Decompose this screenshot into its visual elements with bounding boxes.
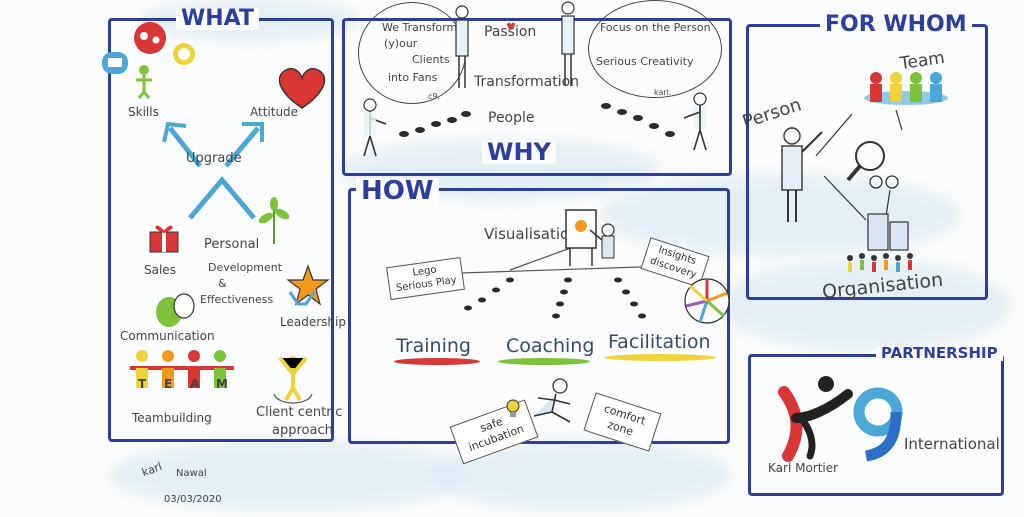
person-figure-icon bbox=[781, 127, 823, 222]
why-right-signature: karl. bbox=[654, 88, 672, 97]
leaping-figure-icon bbox=[533, 378, 571, 423]
why-right-bubble bbox=[588, 0, 722, 98]
facilitation-label: Facilitation bbox=[608, 331, 711, 353]
communication-icon bbox=[156, 293, 195, 327]
sales-label: Sales bbox=[144, 263, 176, 277]
flipchart-presenter-icon bbox=[565, 209, 615, 266]
team-letter-m: M bbox=[216, 377, 228, 391]
why-figure-right-icon bbox=[683, 92, 707, 151]
heart-icon bbox=[278, 67, 326, 109]
colour-wheel-icon bbox=[684, 278, 730, 324]
why-figure-center-left-icon bbox=[455, 5, 469, 88]
for-whom-title: FOR WHOM bbox=[820, 14, 972, 36]
why-left-line-2: (y)our bbox=[384, 37, 418, 50]
why-figure-left-icon bbox=[363, 98, 387, 157]
teambuilding-label: Teambuilding bbox=[132, 411, 212, 425]
skills-label: Skills bbox=[128, 105, 159, 119]
transformation-label: Transformation bbox=[474, 74, 580, 90]
karl-mortier-label: Karl Mortier bbox=[768, 461, 839, 475]
coaching-underline bbox=[498, 358, 590, 365]
partnership-title: PARTNERSHIP bbox=[876, 346, 1003, 361]
training-underline bbox=[394, 358, 480, 365]
passion-heart-icon bbox=[507, 22, 515, 30]
upgrade-arrows-icon bbox=[162, 121, 264, 220]
why-footprints-icon bbox=[399, 103, 675, 137]
organisation-building-icon bbox=[847, 213, 913, 272]
how-footprints-icon bbox=[464, 277, 646, 319]
amp-label: & bbox=[218, 277, 227, 290]
why-title: WHY bbox=[482, 140, 556, 164]
visualisation-label: Visualisation bbox=[484, 225, 579, 243]
effectiveness-label: Effectiveness bbox=[200, 293, 274, 306]
training-label: Training bbox=[396, 335, 471, 357]
lightbulb-icon bbox=[506, 399, 520, 417]
leadership-label: Leadership bbox=[280, 315, 346, 329]
upgrade-label: Upgrade bbox=[186, 151, 242, 166]
why-figure-center-right-icon bbox=[561, 1, 575, 86]
leadership-star-icon bbox=[286, 264, 330, 306]
team-figures-icon bbox=[130, 350, 234, 388]
international-label: International bbox=[904, 435, 1000, 453]
personal-label: Personal bbox=[204, 237, 260, 252]
approach-label: approach bbox=[272, 423, 333, 438]
how-panel bbox=[348, 188, 730, 444]
facilitation-underline bbox=[604, 354, 716, 361]
why-left-line-4: into Fans bbox=[388, 71, 438, 84]
development-label: Development bbox=[208, 261, 283, 274]
plant-icon bbox=[258, 197, 290, 244]
signature-nawal: Nawal bbox=[176, 468, 207, 479]
why-panel bbox=[342, 18, 732, 176]
team-letter-a: A bbox=[190, 377, 200, 391]
coaching-label: Coaching bbox=[506, 335, 595, 357]
why-left-signature: c9. bbox=[428, 92, 441, 101]
team-group-icon bbox=[864, 72, 948, 105]
client-figure-icon bbox=[273, 356, 313, 404]
passion-label: Passion bbox=[484, 24, 537, 40]
what-title: WHAT bbox=[176, 8, 260, 30]
why-right-line-1: Focus on the Person bbox=[600, 21, 711, 34]
magnifier-people-icon bbox=[846, 141, 899, 189]
why-left-line-3: Clients bbox=[412, 53, 450, 66]
nine-international-logo bbox=[853, 387, 903, 462]
why-left-line-1: We Transform bbox=[382, 21, 458, 34]
how-connector-line bbox=[431, 245, 671, 275]
why-right-line-2: Serious Creativity bbox=[596, 55, 694, 68]
leader-figure-icon bbox=[288, 291, 316, 306]
for-whom-connector-lines bbox=[815, 109, 903, 221]
karl-mortier-logo bbox=[778, 376, 853, 462]
team-letter-e: E bbox=[164, 377, 173, 391]
people-label: People bbox=[488, 110, 535, 126]
team-letter-t: T bbox=[138, 377, 147, 391]
date-label: 03/03/2020 bbox=[164, 494, 222, 505]
how-title: HOW bbox=[356, 178, 439, 204]
communication-label: Communication bbox=[120, 329, 215, 343]
gift-icon bbox=[149, 225, 179, 253]
client-centric-label: Client centric bbox=[256, 405, 343, 420]
skills-icon bbox=[102, 22, 195, 99]
attitude-label: Attitude bbox=[250, 105, 299, 119]
